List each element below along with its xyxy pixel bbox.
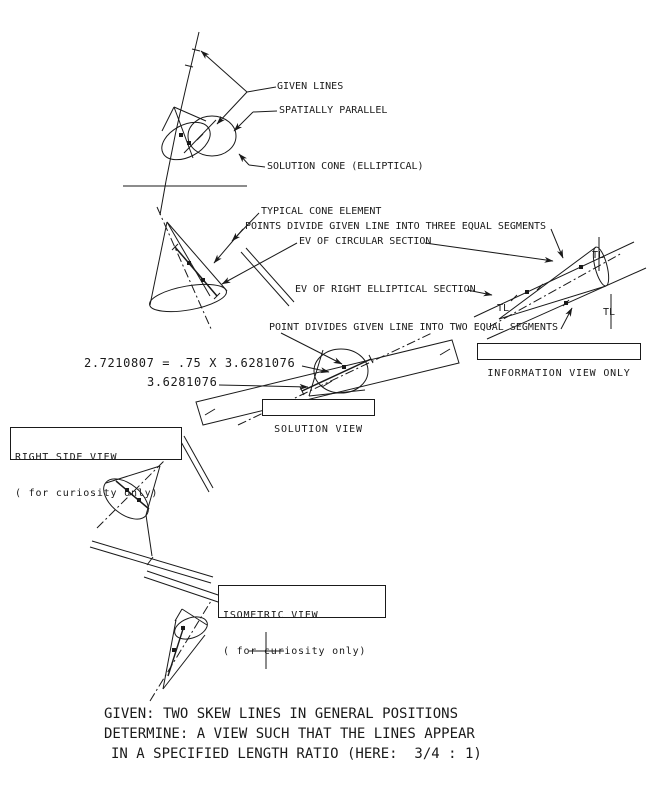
label-solution-cone: SOLUTION CONE (ELLIPTICAL) bbox=[267, 161, 424, 172]
label-tl-left: TL bbox=[497, 303, 510, 314]
label-spatially-parallel: SPATIALLY PARALLEL bbox=[279, 105, 388, 116]
information-view-geometry bbox=[473, 237, 647, 340]
auxiliary-view-geometry bbox=[149, 206, 295, 332]
problem-statement-line3: IN A SPECIFIED LENGTH RATIO (HERE: 3/4 :… bbox=[111, 746, 482, 762]
dimension-equation: 2.7210807 = .75 X 3.6281076 bbox=[84, 356, 296, 370]
dimension-full-length: 3.6281076 bbox=[147, 375, 218, 389]
solution-view-title-box: SOLUTION VIEW bbox=[262, 399, 375, 435]
label-ev-right-elliptical: EV OF RIGHT ELLIPTICAL SECTION bbox=[295, 284, 476, 295]
isometric-view-title: ISOMETRIC VIEW bbox=[223, 610, 319, 621]
isometric-view-title-box: ISOMETRIC VIEW ( for curiosity only) bbox=[218, 585, 386, 657]
label-tl-upper: TL bbox=[592, 250, 605, 261]
problem-statement-line2: DETERMINE: A VIEW SUCH THAT THE LINES AP… bbox=[104, 726, 475, 742]
right-side-view-geometry bbox=[89, 435, 214, 584]
label-typical-cone-element: TYPICAL CONE ELEMENT bbox=[261, 206, 382, 217]
information-view-title-box: INFORMATION VIEW ONLY bbox=[477, 343, 641, 379]
label-tl-lower: TL bbox=[603, 307, 616, 318]
label-point-divides-two: POINT DIVIDES GIVEN LINE INTO TWO EQUAL … bbox=[269, 322, 558, 333]
label-points-divide-three: POINTS DIVIDE GIVEN LINE INTO THREE EQUA… bbox=[245, 221, 547, 232]
right-side-view-title: RIGHT SIDE VIEW bbox=[15, 452, 118, 463]
isometric-view-subtitle: ( for curiosity only) bbox=[223, 646, 367, 657]
right-side-view-title-box: RIGHT SIDE VIEW ( for curiosity only) bbox=[10, 427, 182, 499]
right-side-view-subtitle: ( for curiosity only) bbox=[15, 488, 159, 499]
leader-lines bbox=[200, 50, 573, 390]
problem-statement-line1: GIVEN: TWO SKEW LINES IN GENERAL POSITIO… bbox=[104, 706, 459, 722]
label-ev-circular-section: EV OF CIRCULAR SECTION bbox=[299, 236, 432, 247]
solution-view-title: SOLUTION VIEW bbox=[274, 424, 363, 435]
label-given-lines: GIVEN LINES bbox=[277, 81, 344, 92]
information-view-title: INFORMATION VIEW ONLY bbox=[487, 368, 631, 379]
front-view-geometry bbox=[123, 31, 247, 216]
